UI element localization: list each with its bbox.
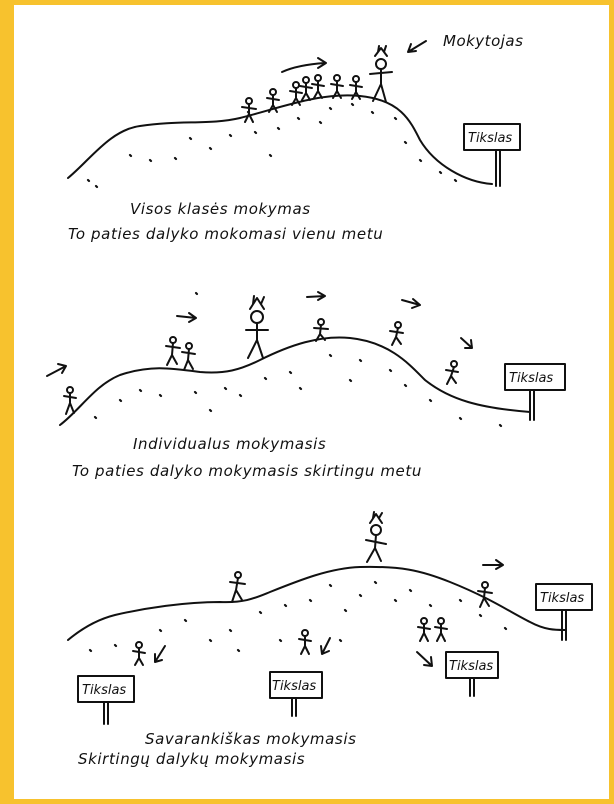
- arrow-icon: [460, 337, 473, 349]
- stick-figure-icon: [241, 97, 257, 123]
- arrow-icon: [320, 637, 331, 655]
- goal-sign-text: Tikslas: [449, 659, 493, 674]
- signpost-icon: Tikslas: [77, 675, 135, 725]
- arrow-icon: [401, 298, 421, 309]
- stick-figure-icon: [311, 74, 325, 99]
- arrow-icon: [482, 559, 504, 570]
- hill-3-dots: [88, 580, 508, 653]
- stick-figure-icon: [349, 75, 363, 100]
- stick-figure-icon: [445, 360, 459, 385]
- arrow-icon: [46, 363, 67, 377]
- stick-figure-icon: [417, 617, 431, 642]
- yellow-border-top: [0, 0, 614, 5]
- yellow-border-bottom: [0, 799, 614, 804]
- goal-sign-text: Tikslas: [468, 131, 512, 146]
- hill-3: [67, 565, 566, 641]
- panel-2-caption-line-1: Individualus mokymasis: [133, 435, 327, 453]
- arrow-icon: [306, 291, 326, 301]
- panel-1-whole-class: Tikslas: [67, 40, 521, 189]
- stick-figure-icon: [289, 81, 303, 106]
- signpost-icon: Tikslas: [445, 651, 499, 697]
- teacher-label: Mokytojas: [443, 32, 524, 50]
- stick-figure-icon: [229, 571, 246, 603]
- stick-figure-icon: [477, 581, 493, 608]
- panel-1-caption-line-1: Visos klasės mokymas: [130, 200, 311, 218]
- arrow-icon: [281, 57, 327, 73]
- hill-1: [67, 94, 493, 185]
- goal-sign-text: Tikslas: [82, 683, 126, 698]
- panel-3-caption-line-1: Savarankiškas mokymasis: [145, 730, 357, 748]
- panel-1-caption-line-2: To paties dalyko mokomasi vienu metu: [68, 225, 384, 243]
- stick-figure-icon: [63, 386, 77, 415]
- arrow-icon: [176, 312, 197, 323]
- goal-sign-text: Tikslas: [272, 679, 316, 694]
- teacher-figure-icon: [365, 511, 387, 563]
- panel-3-caption-line-2: Skirtingų dalykų mokymasis: [78, 750, 306, 768]
- teacher-figure-icon: [245, 295, 269, 359]
- yellow-border-left: [0, 0, 14, 804]
- stick-figure-icon: [266, 88, 280, 113]
- panel-3-independent: Tikslas Tikslas Tikslas Tikslas: [67, 511, 593, 725]
- hill-2: [59, 336, 531, 426]
- arrow-icon: [407, 40, 427, 53]
- yellow-border-right: [609, 0, 614, 804]
- arrow-icon: [416, 651, 433, 667]
- signpost-icon: Tikslas: [269, 671, 323, 717]
- panel-2-individual: Tikslas: [46, 291, 566, 428]
- stick-figure-icon: [132, 641, 146, 666]
- hill-1-dots: [86, 102, 458, 189]
- signpost-icon: Tikslas: [463, 123, 521, 187]
- signpost-icon: Tikslas: [535, 583, 593, 641]
- arrow-icon: [154, 645, 166, 663]
- stick-figure-icon: [434, 617, 448, 642]
- stick-figure-icon: [181, 342, 196, 371]
- stick-figure-icon: [299, 76, 313, 101]
- teacher-figure-icon: [369, 45, 393, 103]
- stick-figure-icon: [389, 321, 404, 346]
- goal-sign-text: Tikslas: [540, 591, 584, 606]
- signpost-icon: Tikslas: [504, 363, 566, 421]
- goal-sign-text: Tikslas: [509, 371, 553, 386]
- hill-2-dots: [93, 353, 503, 428]
- stick-figure-icon: [313, 318, 329, 342]
- stick-figure-icon: [165, 336, 181, 366]
- stick-figure-icon: [298, 629, 312, 655]
- panel-2-caption-line-2: To paties dalyko mokymasis skirtingu met…: [72, 462, 422, 480]
- stick-figure-icon: [330, 74, 344, 99]
